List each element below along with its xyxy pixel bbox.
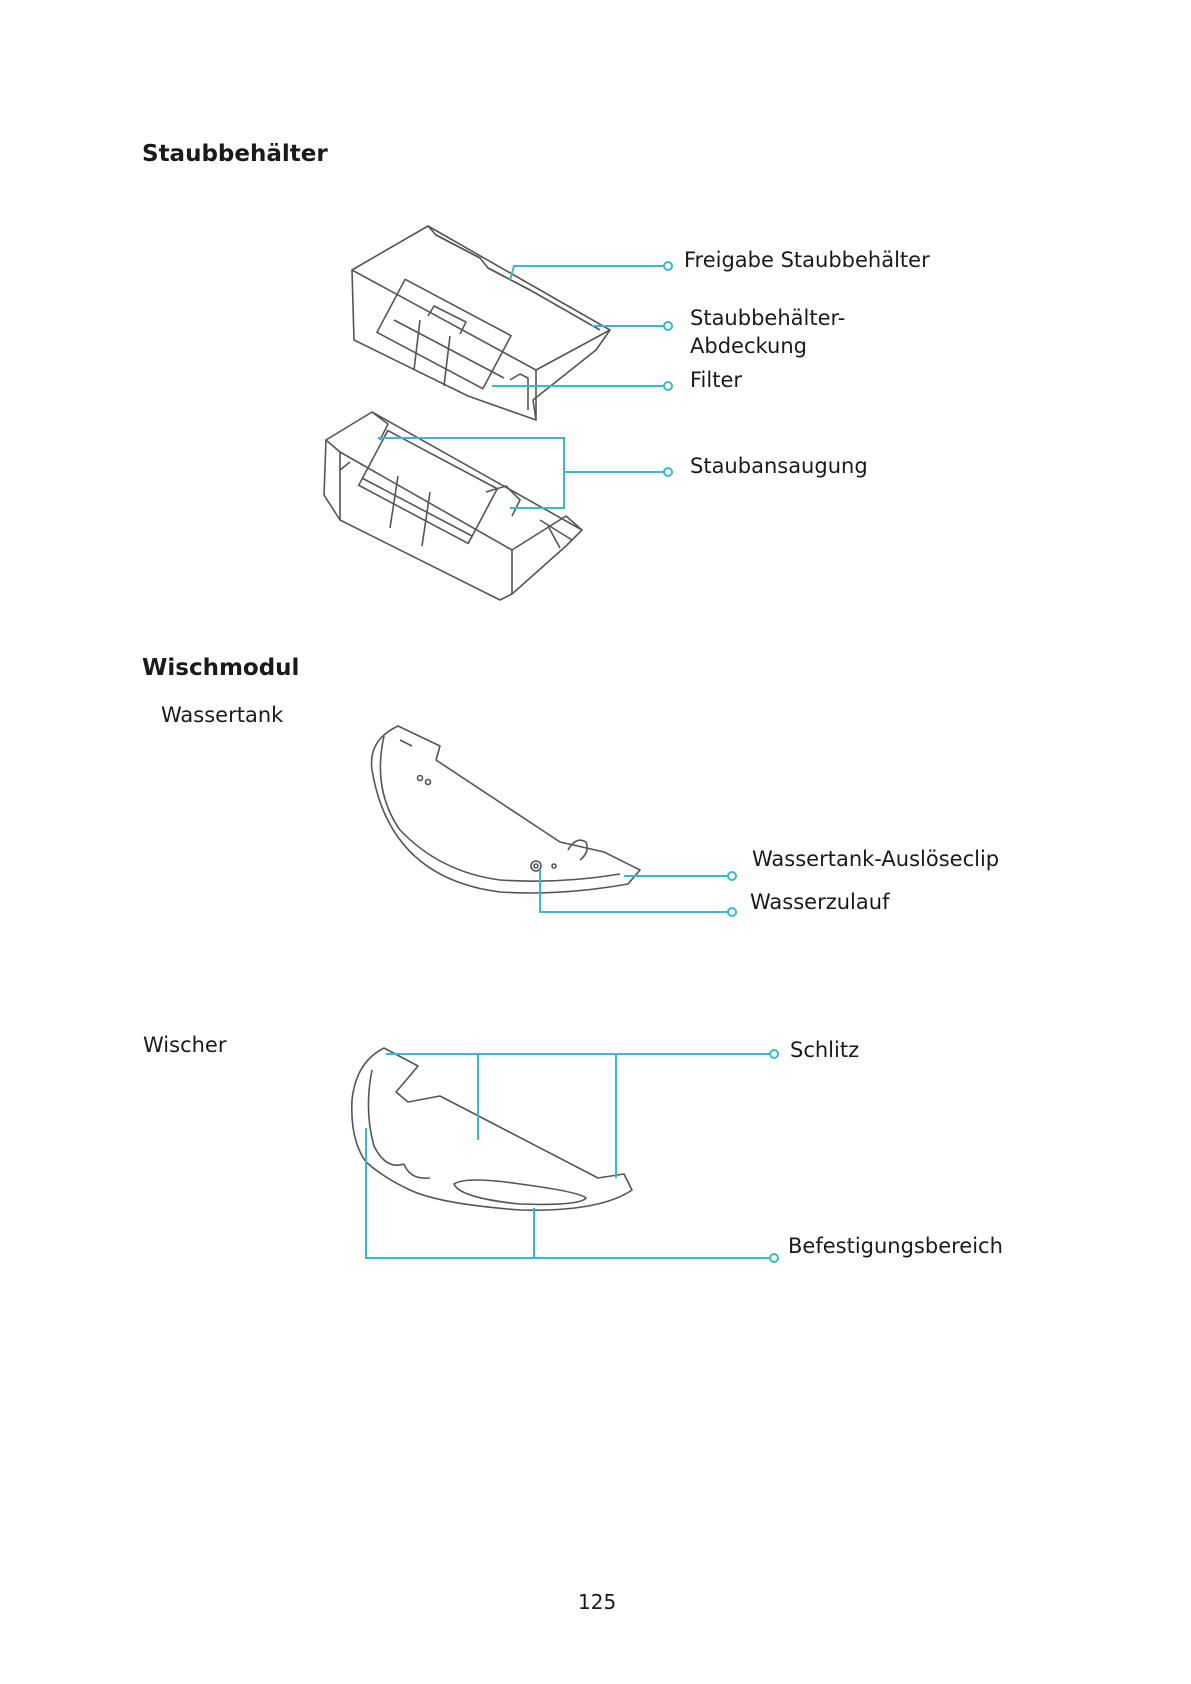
label-cover-line2: Abdeckung [690, 332, 807, 360]
dustbin-drawing [324, 226, 610, 600]
page-number: 125 [578, 1590, 616, 1614]
leader-endpoints [664, 262, 778, 1262]
label-tank-inlet: Wasserzulauf [750, 888, 889, 916]
label-wiper-mount: Befestigungsbereich [788, 1232, 1003, 1260]
water-tank-drawing [372, 726, 640, 893]
label-cover-line1: Staubbehälter- [690, 304, 845, 332]
label-wiper-slot: Schlitz [790, 1036, 859, 1064]
wiper-drawing [352, 1048, 632, 1210]
leader-lines [366, 266, 774, 1258]
label-intake: Staubansaugung [690, 452, 868, 480]
label-filter: Filter [690, 366, 742, 394]
label-tank-clip: Wassertank-Auslöseclip [752, 845, 999, 873]
label-release: Freigabe Staubbehälter [684, 246, 930, 274]
